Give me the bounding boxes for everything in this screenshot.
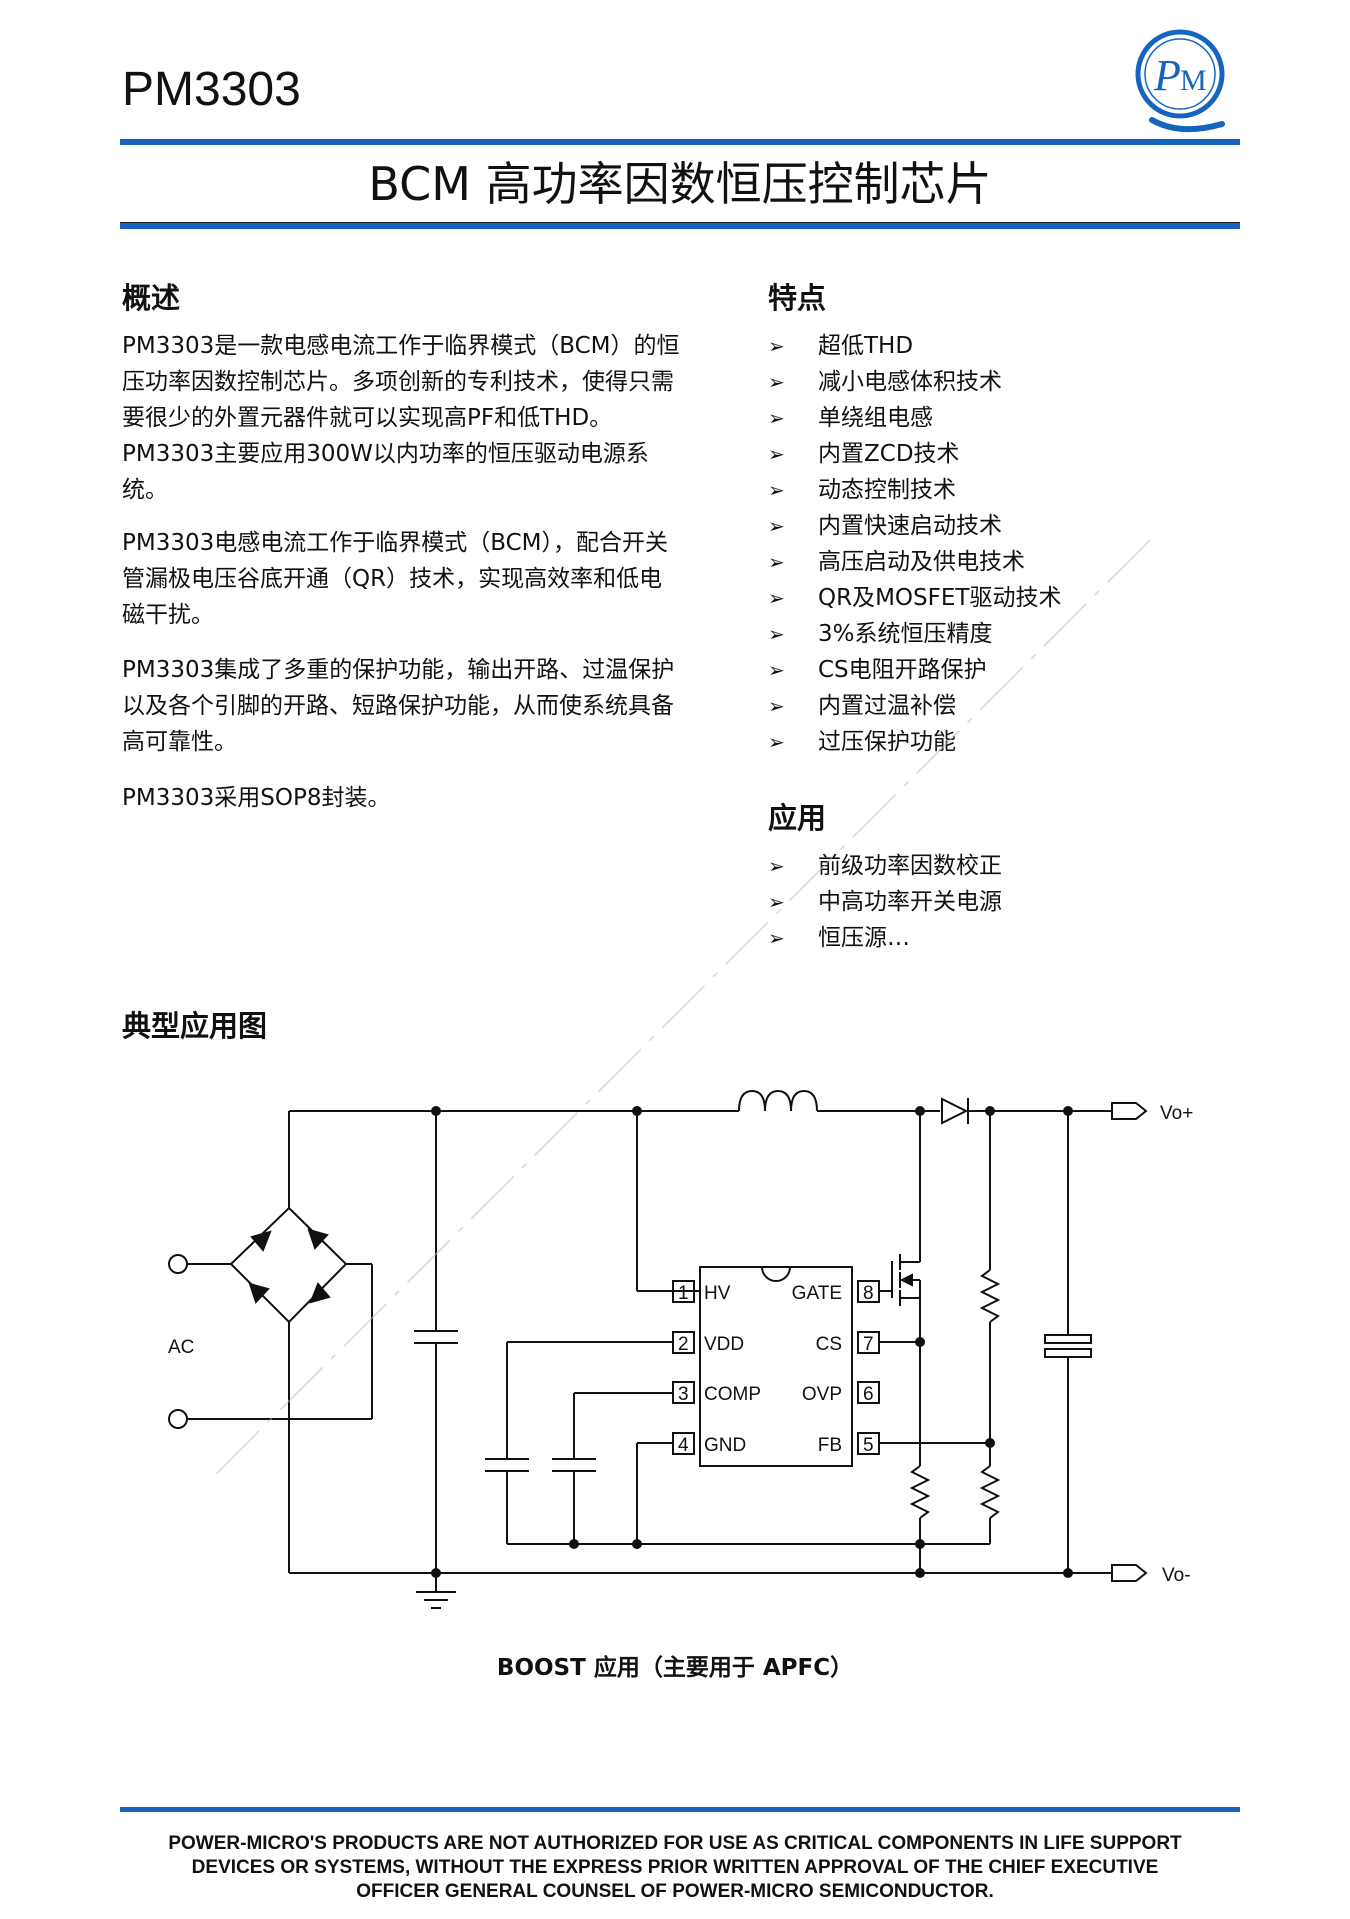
arrow-bullet-icon: ➢ (768, 586, 785, 610)
pin-number: 5 (863, 1435, 874, 1456)
arrow-bullet-icon: ➢ (768, 442, 785, 466)
document-title: BCM 高功率因数恒压控制芯片 (368, 157, 992, 211)
boost-schematic: AC Vo+ Vo- 1 HV 2 VDD 3 COMP 4 GND 8 GAT… (168, 1089, 1193, 1609)
footer-rule (120, 1807, 1240, 1812)
pin-number: 6 (863, 1384, 874, 1405)
arrow-bullet-icon: ➢ (768, 478, 785, 502)
arrow-bullet-icon: ➢ (768, 730, 785, 754)
list-item: ➢过压保护功能 (768, 724, 1061, 760)
pin-label-gate: GATE (792, 1283, 842, 1304)
vout-neg-label: Vo- (1162, 1565, 1191, 1586)
list-item: ➢减小电感体积技术 (768, 364, 1061, 400)
svg-text:P: P (1153, 51, 1181, 100)
features-heading: 特点 (768, 281, 827, 315)
features-list: ➢超低THD ➢减小电感体积技术 ➢单绕组电感 ➢内置ZCD技术 ➢动态控制技术… (768, 328, 1061, 760)
list-item: ➢恒压源… (768, 920, 1002, 956)
list-item: ➢前级功率因数校正 (768, 848, 1002, 884)
pin-label-ovp: OVP (802, 1384, 842, 1405)
arrow-bullet-icon: ➢ (768, 622, 785, 646)
arrow-bullet-icon: ➢ (768, 514, 785, 538)
arrow-bullet-icon: ➢ (768, 406, 785, 430)
footer-line: OFFICER GENERAL COUNSEL OF POWER-MICRO S… (356, 1881, 994, 1902)
overview-paragraph-4: PM3303采用SOP8封装。 (122, 785, 391, 811)
overview-heading: 概述 (122, 281, 181, 315)
ac-label: AC (168, 1337, 194, 1358)
pin-label-vdd: VDD (704, 1334, 744, 1355)
pin-label-fb: FB (818, 1435, 842, 1456)
header-rule-top (120, 139, 1240, 145)
arrow-bullet-icon: ➢ (768, 334, 785, 358)
applications-list: ➢前级功率因数校正 ➢中高功率开关电源 ➢恒压源… (768, 848, 1002, 956)
list-item: ➢CS电阻开路保护 (768, 652, 1061, 688)
arrow-bullet-icon: ➢ (768, 658, 785, 682)
pin-label-hv: HV (704, 1283, 731, 1304)
list-item: ➢内置过温补偿 (768, 688, 1061, 724)
applications-heading: 应用 (768, 801, 827, 835)
arrow-bullet-icon: ➢ (768, 370, 785, 394)
list-item: ➢中高功率开关电源 (768, 884, 1002, 920)
title-rule-blue (120, 223, 1240, 229)
footer-disclaimer: POWER-MICRO'S PRODUCTS ARE NOT AUTHORIZE… (120, 1832, 1230, 1904)
list-item: ➢动态控制技术 (768, 472, 1061, 508)
pin-label-gnd: GND (704, 1435, 746, 1456)
list-item: ➢内置快速启动技术 (768, 508, 1061, 544)
list-item: ➢QR及MOSFET驱动技术 (768, 580, 1061, 616)
arrow-bullet-icon: ➢ (768, 694, 785, 718)
pin-number: 8 (863, 1283, 874, 1304)
footer-line: DEVICES OR SYSTEMS, WITHOUT THE EXPRESS … (191, 1857, 1159, 1878)
footer-line: POWER-MICRO'S PRODUCTS ARE NOT AUTHORIZE… (168, 1833, 1182, 1854)
pin-number: 4 (678, 1435, 689, 1456)
arrow-bullet-icon: ➢ (768, 890, 785, 914)
pm-logo-icon: P M (1135, 29, 1225, 133)
list-item: ➢3%系统恒压精度 (768, 616, 1061, 652)
schematic-caption: BOOST 应用（主要用于 APFC） (496, 1655, 854, 1681)
list-item: ➢超低THD (768, 328, 1061, 364)
list-item: ➢内置ZCD技术 (768, 436, 1061, 472)
part-number: PM3303 (122, 63, 301, 116)
overview-paragraph-1: PM3303是一款电感电流工作于临界模式（BCM）的恒压功率因数控制芯片。多项创… (122, 333, 680, 503)
svg-text:M: M (1180, 64, 1207, 97)
pin-number: 3 (678, 1384, 689, 1405)
pin-label-cs: CS (816, 1334, 842, 1355)
list-item: ➢单绕组电感 (768, 400, 1061, 436)
pin-label-comp: COMP (704, 1384, 761, 1405)
arrow-bullet-icon: ➢ (768, 854, 785, 878)
vout-pos-label: Vo+ (1160, 1103, 1193, 1124)
arrow-bullet-icon: ➢ (768, 550, 785, 574)
overview-paragraph-3: PM3303集成了多重的保护功能，输出开路、过温保护以及各个引脚的开路、短路保护… (122, 657, 675, 755)
arrow-bullet-icon: ➢ (768, 926, 785, 950)
pin-number: 1 (678, 1283, 689, 1304)
list-item: ➢高压启动及供电技术 (768, 544, 1061, 580)
overview-paragraph-2: PM3303电感电流工作于临界模式（BCM），配合开关管漏极电压谷底开通（QR）… (122, 530, 669, 628)
typical-application-heading: 典型应用图 (122, 1009, 268, 1043)
pin-number: 7 (863, 1334, 874, 1355)
pin-number: 2 (678, 1334, 689, 1355)
